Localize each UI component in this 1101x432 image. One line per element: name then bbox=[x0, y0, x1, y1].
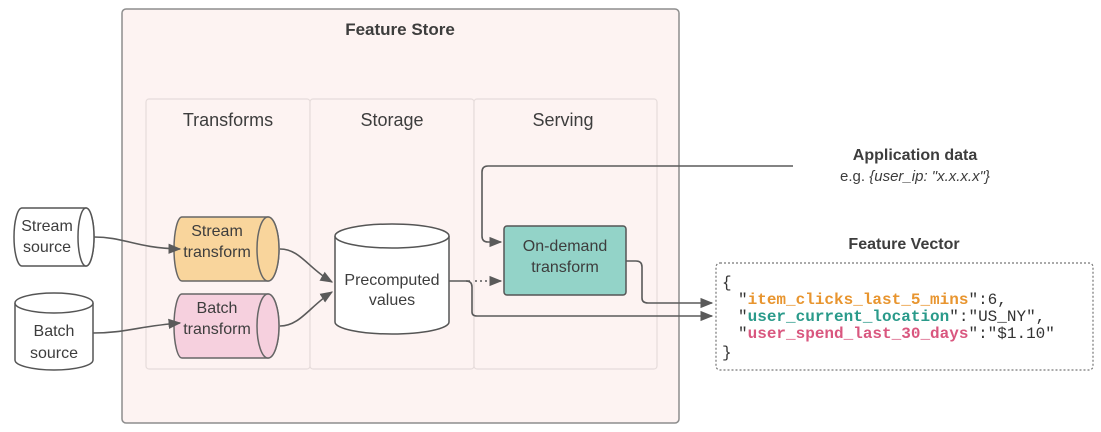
feature-key: item_clicks_last_5_mins bbox=[748, 291, 969, 309]
arrow-batch-transform-to-storage bbox=[279, 291, 334, 327]
feature-value: :6, bbox=[978, 291, 1007, 309]
batch-source-label-2: source bbox=[30, 345, 78, 362]
arrow-stream-transform-to-storage bbox=[279, 248, 334, 283]
on-demand-label-2: transform bbox=[531, 259, 599, 276]
application-data-prefix: e.g. bbox=[840, 168, 869, 185]
application-data: Application data e.g. {user_ip: "x.x.x.x… bbox=[840, 147, 990, 185]
precomputed-values-storage: Precomputed values bbox=[334, 223, 450, 335]
stream-source-label-1: Stream bbox=[21, 218, 73, 235]
lane-label-storage: Storage bbox=[360, 110, 423, 130]
batch-source-label-1: Batch bbox=[34, 323, 75, 340]
application-data-example: e.g. {user_ip: "x.x.x.x"} bbox=[840, 168, 990, 185]
stream-transform: Stream transform bbox=[173, 216, 280, 282]
feature-key: user_current_location bbox=[748, 308, 950, 326]
stream-source: Stream source bbox=[13, 207, 95, 267]
arrow-on-demand-to-feature-vector bbox=[626, 260, 714, 309]
on-demand-label-1: On-demand bbox=[523, 238, 608, 255]
batch-source: Batch source bbox=[14, 292, 94, 371]
application-data-example-value: {user_ip: "x.x.x.x"} bbox=[869, 168, 990, 185]
feature-vector-close-brace: } bbox=[722, 344, 732, 362]
feature-value: :"US_NY", bbox=[959, 308, 1045, 326]
arrow-stream-source-to-transform bbox=[93, 236, 182, 254]
feature-vector: Feature Vector { "item_clicks_last_5_min… bbox=[715, 236, 1094, 371]
arrow-storage-to-feature-vector bbox=[465, 280, 714, 322]
batch-transform-label-1: Batch bbox=[197, 300, 238, 317]
stream-transform-label-1: Stream bbox=[191, 223, 243, 240]
batch-transform-label-2: transform bbox=[183, 321, 251, 338]
arrow-batch-source-to-transform bbox=[92, 318, 182, 334]
feature-vector-open-brace: { bbox=[722, 274, 732, 292]
feature-key: user_spend_last_30_days bbox=[748, 325, 969, 343]
lane-label-serving: Serving bbox=[532, 110, 593, 130]
batch-transform: Batch transform bbox=[173, 293, 280, 359]
feature-entry: "user_spend_last_30_days":"$1.10" bbox=[738, 325, 1055, 343]
feature-entry: "user_current_location":"US_NY", bbox=[738, 308, 1045, 326]
precomputed-values-label-2: values bbox=[369, 292, 415, 309]
on-demand-transform: On-demand transform bbox=[503, 225, 627, 296]
feature-vector-title: Feature Vector bbox=[848, 236, 959, 253]
feature-store-title: Feature Store bbox=[345, 20, 455, 39]
stream-source-label-2: source bbox=[23, 239, 71, 256]
precomputed-values-label-1: Precomputed bbox=[344, 272, 439, 289]
feature-entry: "item_clicks_last_5_mins":6, bbox=[738, 291, 1007, 309]
feature-value: :"$1.10" bbox=[978, 325, 1055, 343]
application-data-title: Application data bbox=[853, 147, 978, 164]
arrow-application-data-to-on-demand bbox=[481, 165, 793, 248]
stream-transform-label-2: transform bbox=[183, 244, 251, 261]
lane-label-transforms: Transforms bbox=[183, 110, 273, 130]
